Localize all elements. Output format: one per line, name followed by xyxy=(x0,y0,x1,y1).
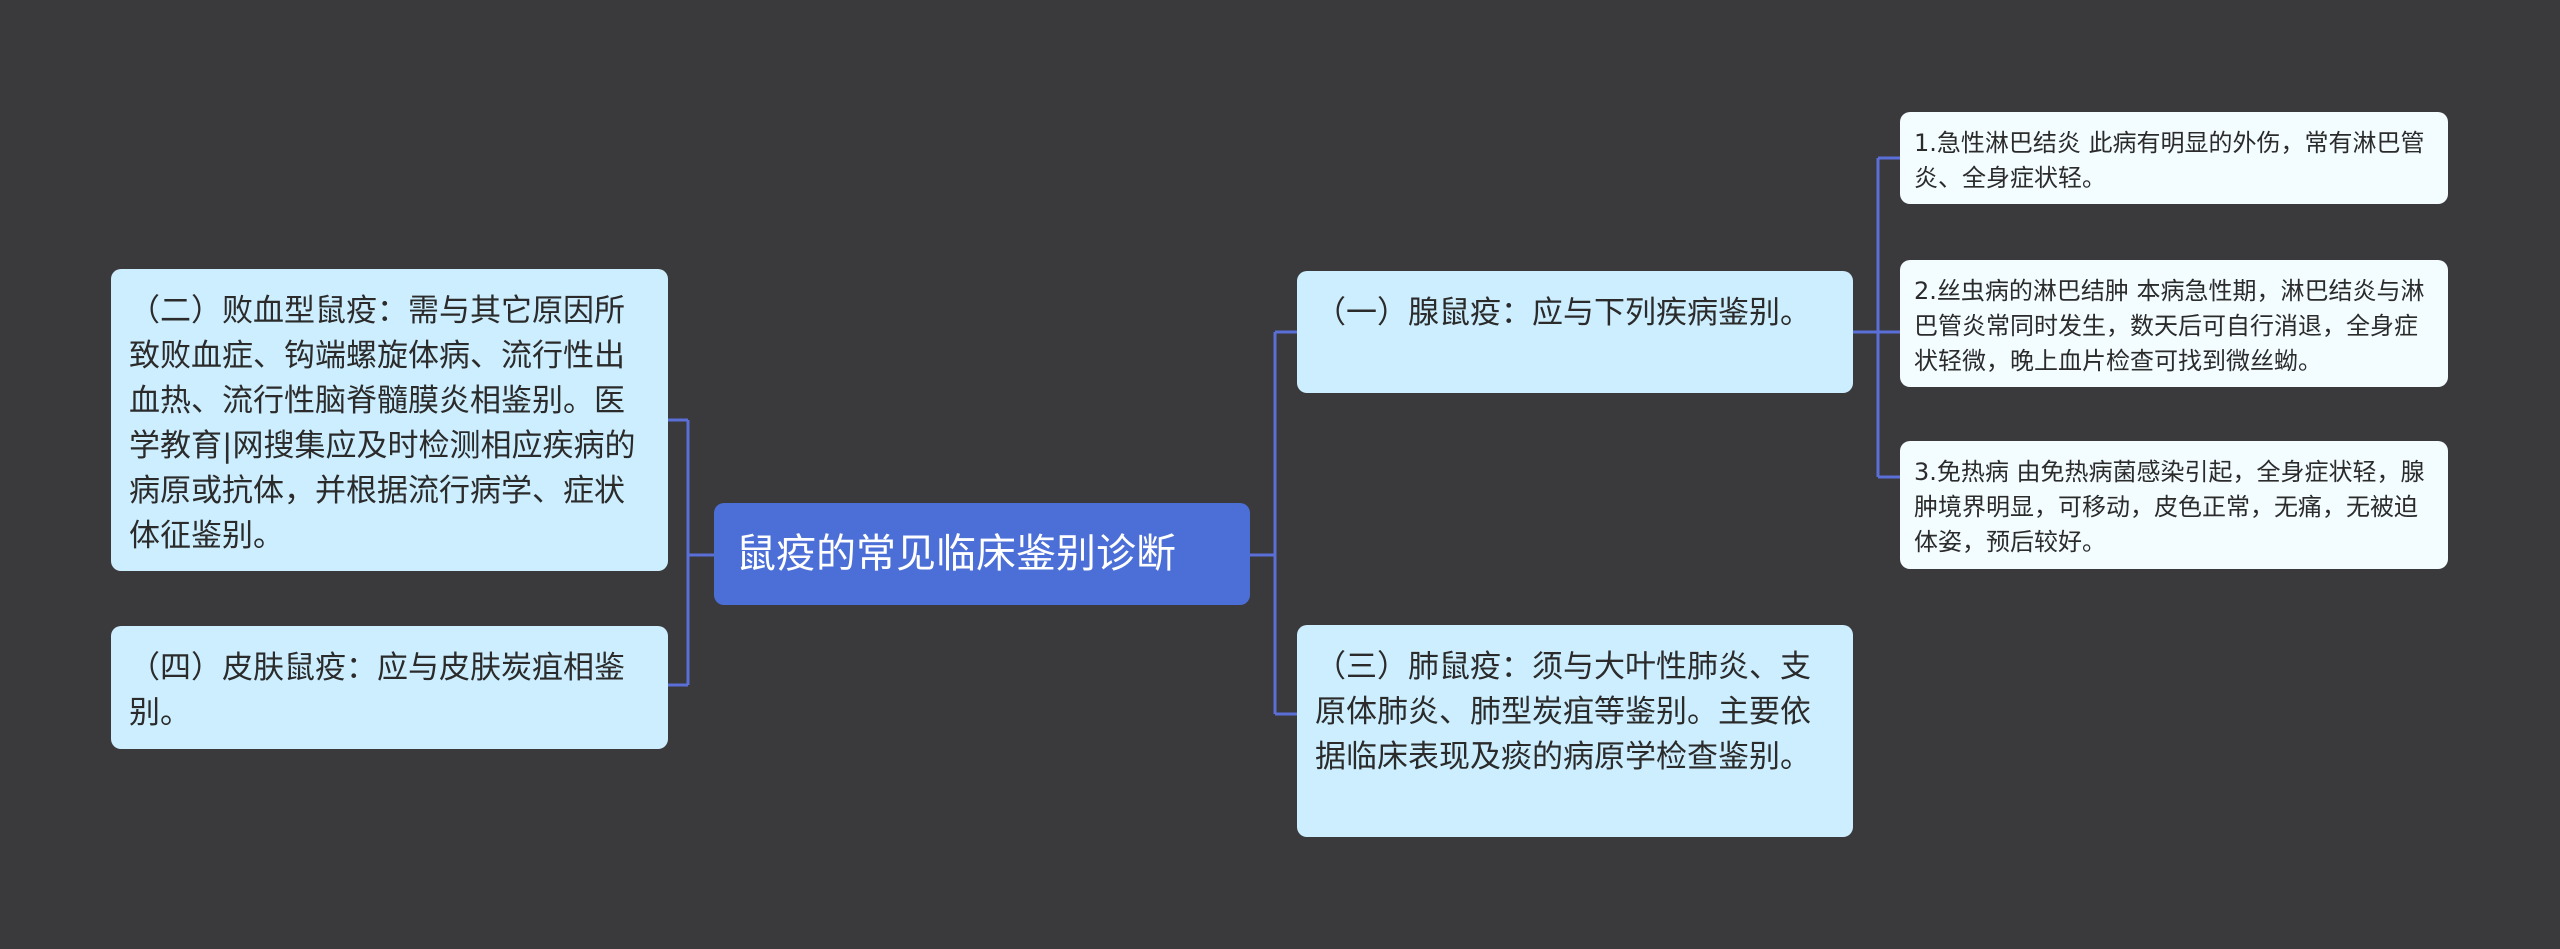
topic-bubonic-plague[interactable]: （一）腺鼠疫：应与下列疾病鉴别。 xyxy=(1297,271,1853,393)
connector-root-right xyxy=(1250,330,1297,716)
topic-cutaneous-plague[interactable]: （四）皮肤鼠疫：应与皮肤炭疽相鉴别。 xyxy=(111,626,668,749)
connector-branch-leaves xyxy=(1853,156,1900,479)
subtopic-filariasis[interactable]: 2.丝虫病的淋巴结肿 本病急性期，淋巴结炎与淋巴管炎常同时发生，数天后可自行消退… xyxy=(1900,260,2448,387)
topic-septicemic-plague[interactable]: （二）败血型鼠疫：需与其它原因所致败血症、钩端螺旋体病、流行性出血热、流行性脑脊… xyxy=(111,269,668,571)
subtopic-acute-lymphadenitis[interactable]: 1.急性淋巴结炎 此病有明显的外伤，常有淋巴管炎、全身症状轻。 xyxy=(1900,112,2448,204)
connector-root-left xyxy=(668,418,714,687)
topic-pneumonic-plague[interactable]: （三）肺鼠疫：须与大叶性肺炎、支原体肺炎、肺型炭疽等鉴别。主要依据临床表现及痰的… xyxy=(1297,625,1853,837)
subtopic-tularemia[interactable]: 3.免热病 由免热病菌感染引起，全身症状轻，腺肿境界明显，可移动，皮色正常，无痛… xyxy=(1900,441,2448,569)
central-topic[interactable]: 鼠疫的常见临床鉴别诊断 xyxy=(714,503,1250,605)
